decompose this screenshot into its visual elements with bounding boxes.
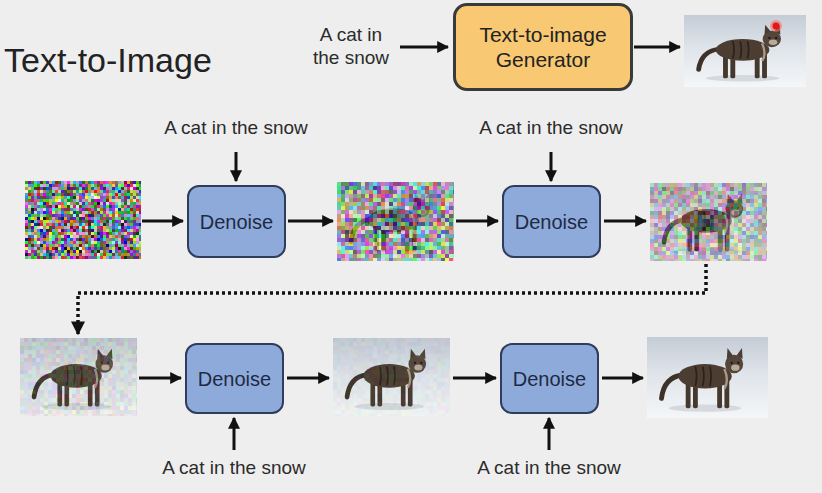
prompt-label: A cat in the snow: [479, 117, 623, 140]
cat-image: [20, 338, 137, 416]
node-text: Denoise: [513, 367, 586, 391]
cat-image: [25, 181, 141, 259]
process-box: Denoise: [502, 185, 601, 258]
arrow: [233, 418, 236, 450]
arrow: [453, 377, 496, 380]
prompt-label: A cat in the snow: [477, 457, 621, 480]
process-box: Denoise: [187, 185, 286, 258]
process-box: Denoise: [500, 343, 599, 414]
arrow: [287, 377, 329, 380]
arrow: [550, 152, 553, 181]
arrow: [604, 220, 646, 223]
cat-image: [647, 337, 768, 418]
cat-image: [337, 182, 454, 261]
cat-image: [684, 15, 806, 87]
node-text: Denoise: [515, 210, 588, 234]
prompt-label: A cat in the snow: [162, 457, 306, 480]
process-box: Denoise: [185, 343, 284, 414]
cat-image: [650, 183, 767, 261]
arrow: [142, 220, 183, 223]
prompt-label: A cat in the snow: [164, 117, 308, 140]
node-text: Denoise: [198, 367, 271, 391]
prompt-label: A cat in the snow: [305, 24, 397, 70]
title: Text-to-Image: [4, 40, 212, 81]
arrow: [235, 152, 238, 181]
arrow-group: [78, 47, 706, 450]
arrow: [288, 220, 333, 223]
cat-image: [333, 338, 450, 416]
node-text: Text-to-image Generator: [464, 22, 622, 72]
arrow: [456, 220, 498, 223]
arrow: [548, 418, 551, 450]
arrow: [602, 377, 643, 380]
generator-box: Text-to-image Generator: [453, 3, 633, 91]
node-text: Denoise: [200, 210, 273, 234]
dotted-arrow: [78, 264, 706, 334]
arrow: [139, 377, 181, 380]
arrow: [400, 46, 448, 49]
arrow: [634, 46, 680, 49]
